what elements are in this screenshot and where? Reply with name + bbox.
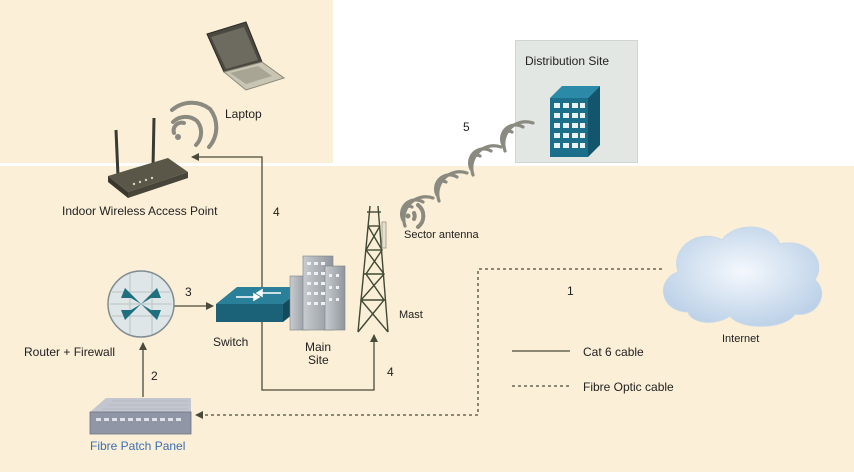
legend-cat6-label: Cat 6 cable [583, 345, 644, 359]
link-switch-access-point [191, 153, 263, 290]
link-number-5: 5 [463, 120, 470, 134]
wifi-signal-icon [405, 203, 426, 229]
sector-antenna-label: Sector antenna [404, 229, 479, 241]
internet-label: Internet [722, 333, 760, 345]
router-icon [107, 270, 175, 338]
distribution-site-label: Distribution Site [525, 54, 610, 68]
laptop-icon [206, 21, 286, 91]
link-internet-panel [195, 268, 662, 419]
main-site-label-line1: Main [305, 340, 332, 354]
link-number-4-top: 4 [273, 205, 280, 219]
access-point-label: Indoor Wireless Access Point [62, 204, 218, 218]
access-point-icon [108, 117, 188, 198]
main-site-building-icon [289, 255, 346, 331]
internet-cloud-icon [663, 226, 823, 327]
mast-label: Mast [399, 309, 423, 321]
cat6-links [139, 153, 378, 397]
laptop-label: Laptop [225, 107, 262, 121]
link-number-2: 2 [151, 369, 158, 383]
distribution-building-icon [550, 86, 600, 157]
legend-fibre-label: Fibre Optic cable [583, 380, 674, 394]
patch-panel-label: Fibre Patch Panel [90, 439, 186, 453]
laptop-wifi-icon [170, 100, 219, 149]
mast-icon [357, 205, 389, 333]
indoor-zone-top [0, 0, 333, 163]
main-site-label-line2: Site [308, 353, 329, 367]
wifi-link-arcs [400, 120, 535, 228]
link-number-3: 3 [185, 285, 192, 299]
switch-label: Switch [213, 335, 249, 349]
link-switch-mast [261, 320, 378, 391]
link-number-4-bottom: 4 [387, 365, 394, 379]
fibre-patch-panel-icon [89, 398, 192, 435]
router-label: Router + Firewall [24, 345, 116, 359]
link-number-1: 1 [567, 284, 574, 298]
fibre-link [195, 268, 662, 419]
